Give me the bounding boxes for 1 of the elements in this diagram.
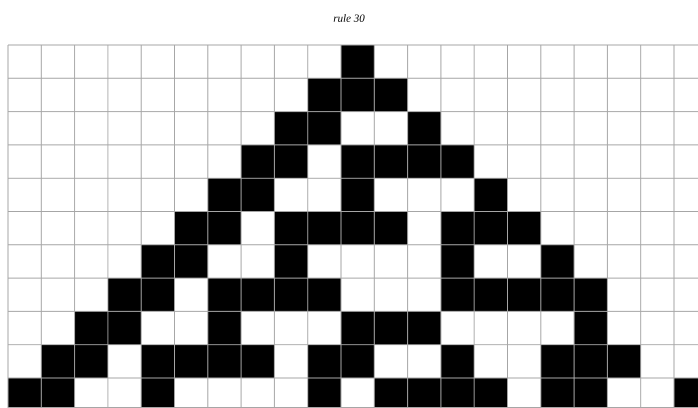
title: rule 30: [334, 14, 365, 22]
